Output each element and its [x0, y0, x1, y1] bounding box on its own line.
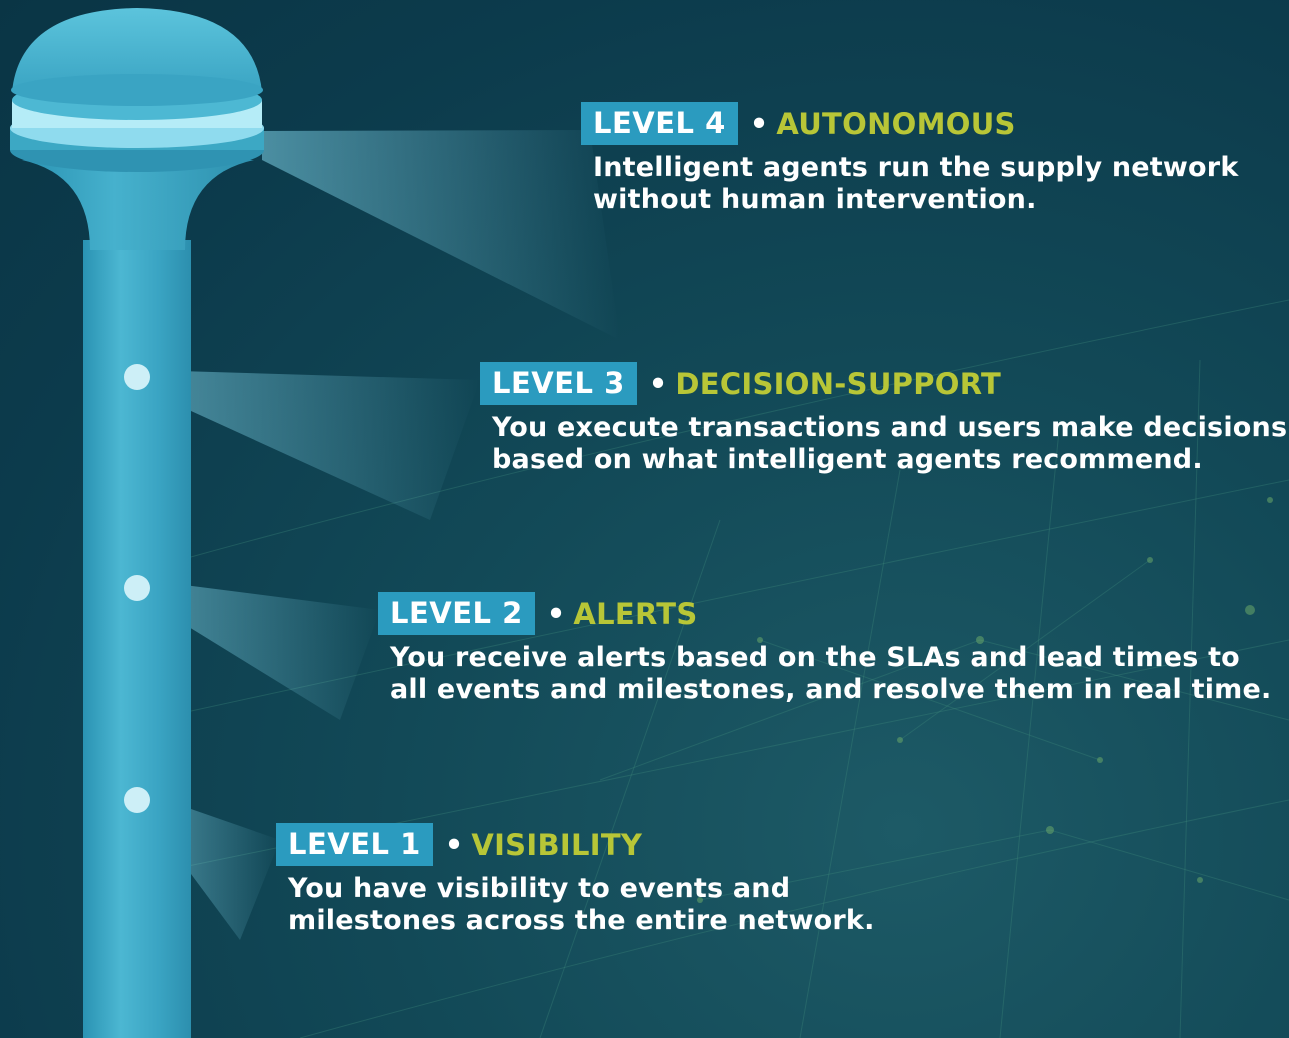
level-2-block: LEVEL 2 • ALERTS You receive alerts base… — [378, 592, 1271, 706]
level-2-badge: LEVEL 2 — [378, 592, 535, 635]
bullet-icon: • — [648, 366, 668, 401]
light-node-level-1 — [124, 787, 150, 813]
level-2-name: ALERTS — [573, 596, 698, 631]
level-1-description: You have visibility to events and milest… — [288, 873, 875, 937]
light-node-level-3 — [124, 364, 150, 390]
beam-level-3 — [145, 370, 480, 520]
level-3-description: You execute transactions and users make … — [492, 412, 1287, 476]
level-3-name: DECISION-SUPPORT — [675, 366, 1002, 401]
level-4-description-line: without human intervention. — [593, 184, 1037, 215]
level-3-description-line: based on what intelligent agents recomme… — [492, 444, 1203, 475]
level-1-header: LEVEL 1 • VISIBILITY — [276, 823, 875, 866]
bullet-icon: • — [546, 596, 566, 631]
level-2-description-line: You receive alerts based on the SLAs and… — [390, 642, 1240, 673]
network-nodes — [697, 497, 1273, 903]
beam-level-4 — [262, 130, 620, 340]
level-1-description-line: milestones across the entire network. — [288, 905, 875, 936]
bullet-icon: • — [749, 106, 769, 141]
level-4-name: AUTONOMOUS — [776, 106, 1016, 141]
level-2-description-line: all events and milestones, and resolve t… — [390, 674, 1272, 705]
level-3-badge: LEVEL 3 — [480, 362, 637, 405]
level-2-description: You receive alerts based on the SLAs and… — [390, 642, 1271, 706]
tower-dome — [12, 8, 262, 92]
level-4-description-line: Intelligent agents run the supply networ… — [593, 152, 1239, 183]
level-1-description-line: You have visibility to events and — [288, 873, 791, 904]
level-4-badge: LEVEL 4 — [581, 102, 738, 145]
light-node-level-2 — [124, 575, 150, 601]
level-2-header: LEVEL 2 • ALERTS — [378, 592, 1271, 635]
level-3-block: LEVEL 3 • DECISION-SUPPORT You execute t… — [480, 362, 1287, 476]
bullet-icon: • — [444, 827, 464, 862]
beam-level-2 — [145, 580, 380, 720]
level-3-header: LEVEL 3 • DECISION-SUPPORT — [480, 362, 1287, 405]
level-4-block: LEVEL 4 • AUTONOMOUS Intelligent agents … — [581, 102, 1238, 216]
level-3-description-line: You execute transactions and users make … — [492, 412, 1288, 443]
level-1-badge: LEVEL 1 — [276, 823, 433, 866]
level-1-name: VISIBILITY — [471, 827, 643, 862]
level-1-block: LEVEL 1 • VISIBILITY You have visibility… — [276, 823, 875, 937]
tower-pole — [83, 240, 191, 1038]
level-4-header: LEVEL 4 • AUTONOMOUS — [581, 102, 1238, 145]
level-4-description: Intelligent agents run the supply networ… — [593, 152, 1238, 216]
tower-neck — [22, 160, 254, 250]
